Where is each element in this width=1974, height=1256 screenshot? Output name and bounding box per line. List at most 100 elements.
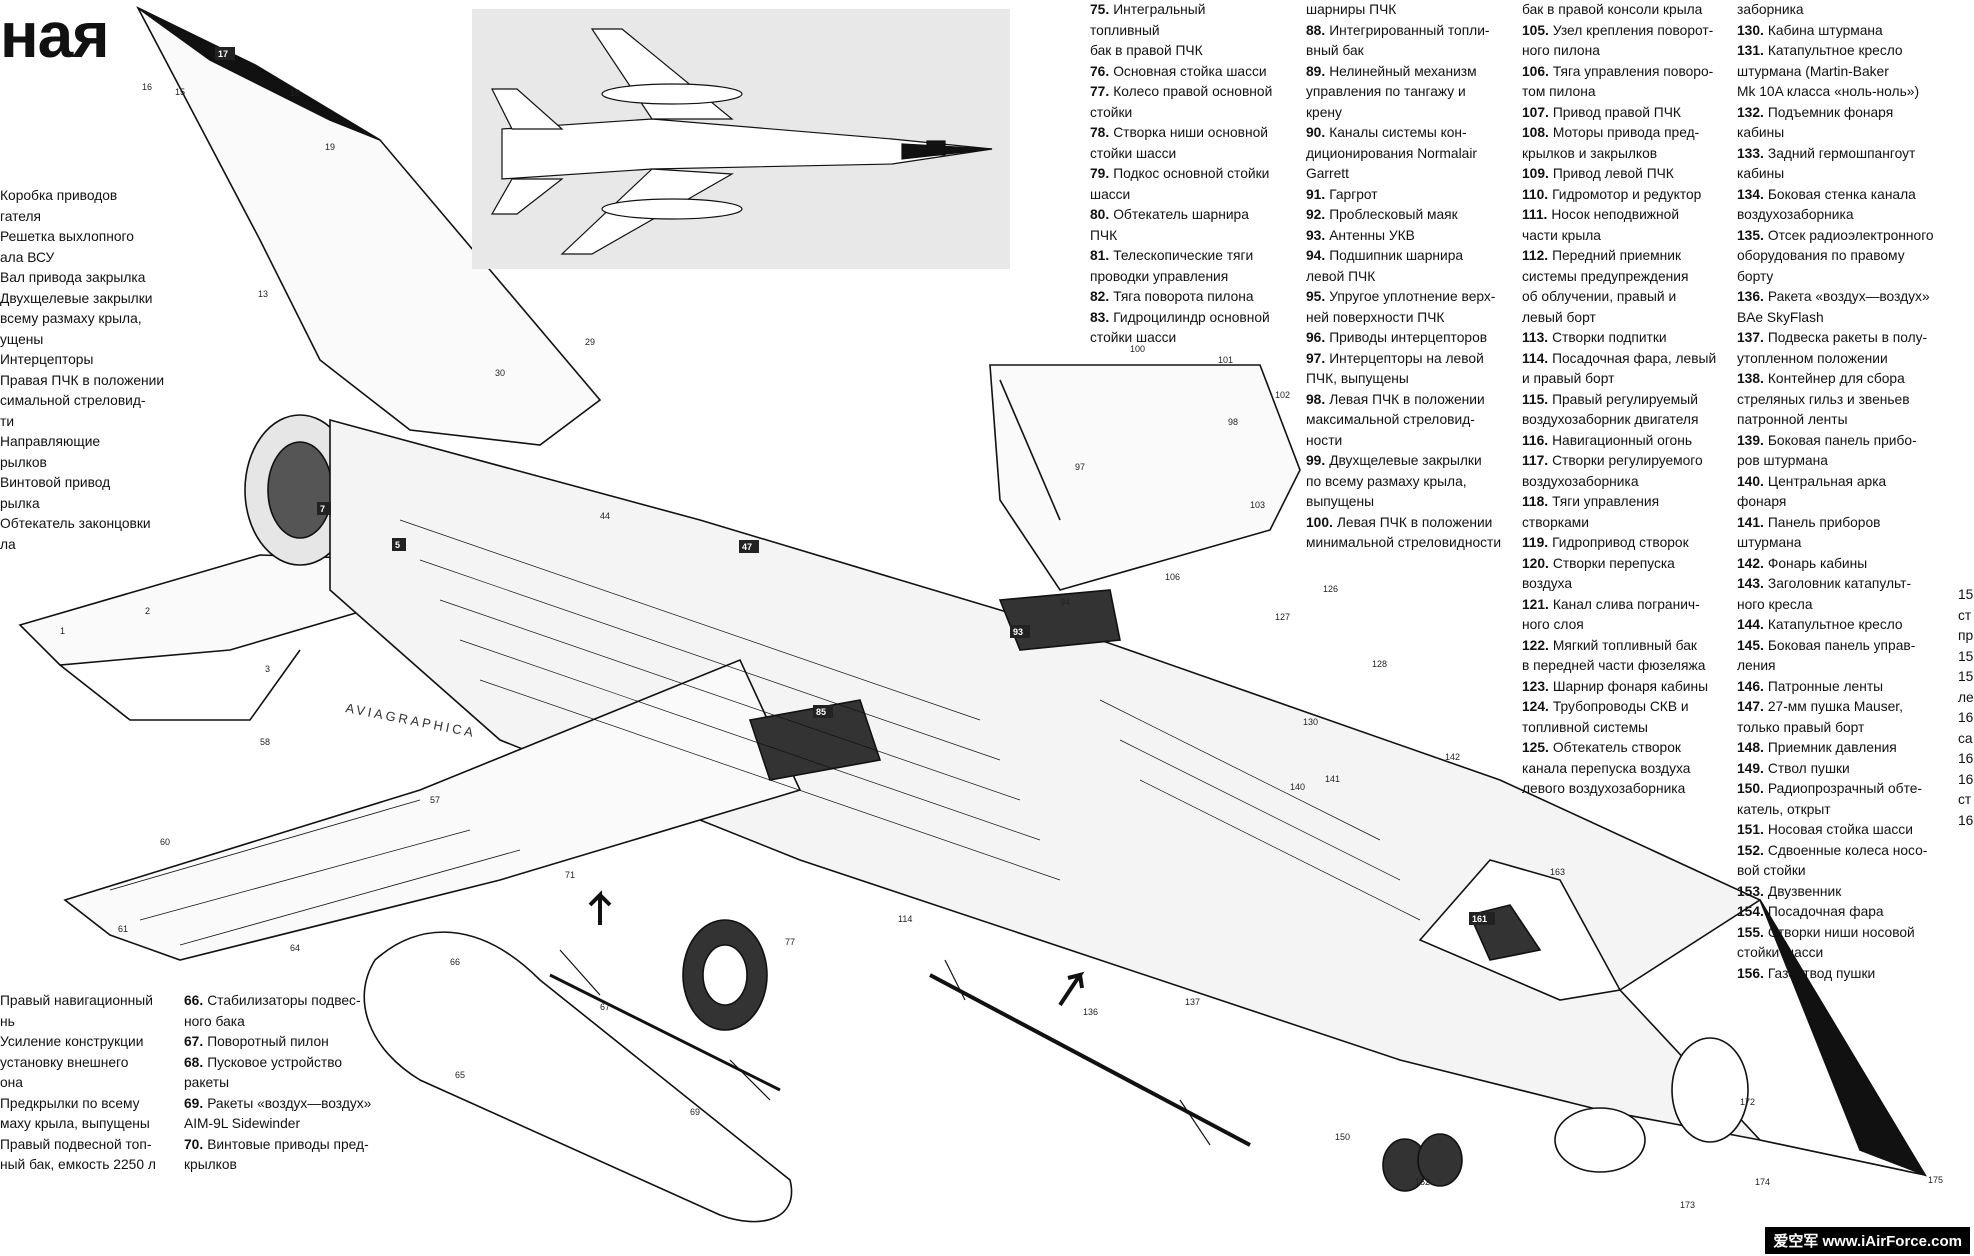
legend-item: рылков [0,453,170,474]
legend-item-continuation: крылков [184,1157,237,1172]
legend-item-number: 110. [1522,186,1549,202]
legend-item-number: 81. [1090,248,1110,263]
legend-item-text: Задний гермошпангоут [1767,145,1916,161]
callout-47: 47 [739,540,759,553]
callout-44: 44 [600,511,610,521]
legend-item-continuation: са [1958,730,1973,746]
callout-71: 71 [565,870,575,880]
legend-item-continuation: по всему размаху крыла, [1306,473,1467,489]
callout-100: 100 [1130,344,1145,354]
callout-number: 94 [1060,597,1070,607]
callout-box [1010,625,1030,638]
callout-175: 175 [1928,1175,1943,1185]
legend-item-continuation: ала ВСУ [0,249,55,265]
callout-16: 16 [142,82,152,92]
callout-77: 77 [785,937,795,947]
callout-130: 130 [1303,717,1318,727]
legend-item-continuation: системы предупреждения [1522,268,1689,284]
legend-item: Винтовой привод [0,473,170,494]
callout-number: 152 [1415,1177,1430,1187]
legend-item-continuation: максимальной стреловид- [1306,412,1475,427]
legend-item: 153.Двузвенник [1737,882,1942,903]
legend-item-text: Отсек радиоэлектронного [1767,227,1934,243]
callout-7: 7 [317,502,331,515]
legend-item: 15 [1958,667,1974,688]
legend-item: ного кресла [1737,595,1942,616]
legend-item-text: Левая ПЧК в положении [1336,514,1493,530]
legend-item-continuation: Mk 10A класса «ноль-ноль») [1737,84,1920,99]
legend-item: BAe SkyFlash [1737,308,1942,329]
legend-item-continuation: ров штурмана [1737,453,1828,468]
legend-item: 16 [1958,749,1974,770]
callout-61: 61 [118,924,128,934]
legend-item: Интерцепторы [0,350,170,371]
legend-item-text: Привод левой ПЧК [1552,166,1674,181]
skyflash-missile [929,973,1251,1147]
legend-item-continuation: ущены [0,331,44,347]
legend-item-text: Двухщелевые закрылки [1329,453,1482,468]
legend-item: 79.Подкос основной стойки [1090,164,1275,185]
callout-60: 60 [160,837,170,847]
legend-item: 76.Основная стойка шасси [1090,62,1275,83]
legend-item-continuation: Решетка выхлопного [0,229,134,244]
legend-item-number: 142. [1737,555,1764,571]
right-wing [63,658,802,961]
callout-173: 173 [1680,1200,1695,1210]
legend-item: Правая ПЧК в положении [0,371,170,392]
legend-item-text: Гаргрот [1329,186,1378,202]
legend-item: 70.Винтовые приводы пред- [184,1135,384,1156]
legend-item: 112.Передний приемник [1522,246,1722,267]
legend-item-continuation: Обтекатель законцовки [0,516,151,531]
callout-65: 65 [455,1070,465,1080]
legend-item-continuation: 16 [1958,751,1974,766]
legend-item: воздухозаборник двигателя [1522,410,1722,431]
legend-item: 124.Трубопроводы СКВ и [1522,697,1722,718]
legend-item: ров штурмана [1737,451,1942,472]
callout-number: 127 [1275,612,1290,622]
legend-item: крену [1306,103,1506,124]
legend-item-number: 107. [1522,104,1549,120]
callout-number: 71 [565,870,575,880]
legend-item-text: Тяга управления поворо- [1552,63,1714,79]
legend-item: стойки [1090,103,1275,124]
legend-item-text: Носок неподвижной [1551,207,1680,222]
legend-item-number: 141. [1737,514,1764,530]
legend-item-text: Сдвоенные колеса носо- [1767,842,1928,858]
callout-18: 18 [290,88,300,98]
legend-item: 16 [1958,770,1974,791]
legend-item: ного пилона [1522,41,1722,62]
legend-item-text: Панель приборов [1767,514,1881,530]
callout-number: 29 [585,337,595,347]
legend-item-text: 27-мм пушка Mauser, [1767,699,1903,714]
callout-172: 172 [1740,1097,1755,1107]
callout-number: 102 [1275,390,1290,400]
callout-number: 98 [1228,417,1238,427]
legend-item: в передней части фюзеляжа [1522,656,1722,677]
callout-number: 69 [690,1107,700,1117]
legend-item-continuation: всему размаху крыла, [0,311,142,326]
legend-item-continuation: Винтовой привод [0,475,111,490]
callout-101: 101 [1218,355,1233,365]
legend-item-continuation: управления по тангажу и [1306,84,1466,99]
legend-item: 106.Тяга управления поворо- [1522,62,1722,83]
legend-item-text: Пусковое устройство [207,1054,343,1070]
legend-item-continuation: Предкрылки по всему [0,1095,140,1111]
callout-94: 94 [1060,597,1070,607]
legend-item-number: 132. [1737,104,1764,120]
legend-item: вой стойки [1737,861,1942,882]
legend-item-continuation: Усиление конструкции [0,1034,144,1049]
legend-item-text: Створка ниши основной [1113,125,1268,140]
legend-item-continuation: ти [0,413,15,429]
callout-number: 15 [175,87,185,97]
callout-126: 126 [1323,584,1338,594]
legend-item-text: Мягкий топливный бак [1552,637,1697,653]
legend-item: 69.Ракеты «воздух—воздух» [184,1094,384,1115]
legend-item: 140.Центральная арка [1737,472,1942,493]
legend-item-number: 90. [1306,125,1326,140]
legend-item-number: 156. [1737,965,1764,981]
legend-item: 77.Колесо правой основной [1090,82,1275,103]
callout-1: 1 [60,626,65,636]
